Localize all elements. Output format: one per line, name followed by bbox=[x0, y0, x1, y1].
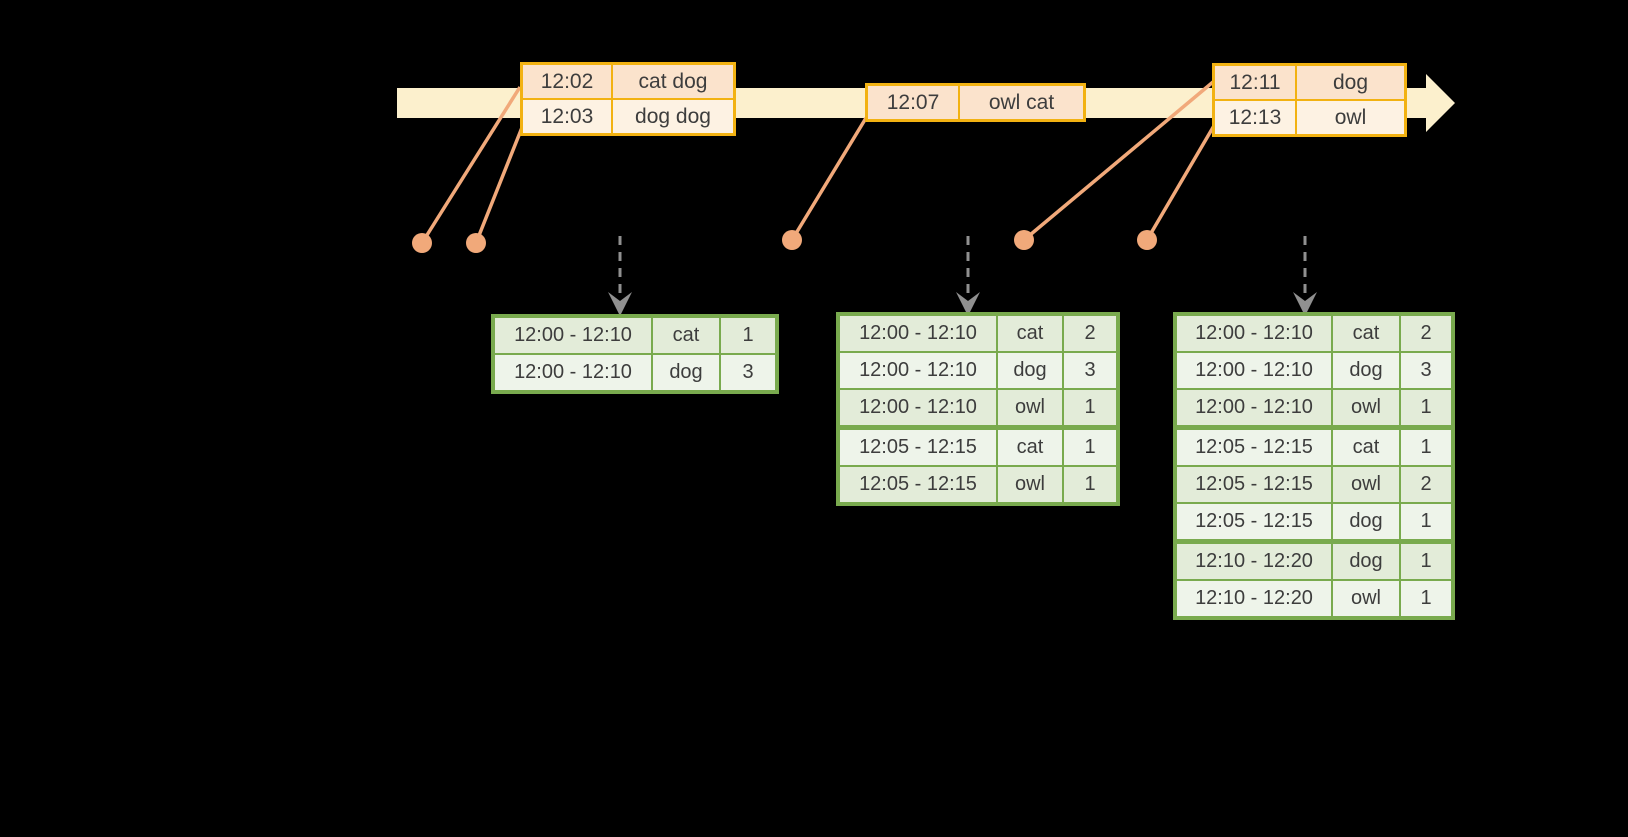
cell-word: owl bbox=[1331, 388, 1401, 429]
cell-time: 12:13 bbox=[1212, 99, 1297, 137]
cell-count: 3 bbox=[1399, 351, 1454, 390]
cell-count: 1 bbox=[1399, 388, 1454, 429]
cell-word: dog bbox=[996, 351, 1064, 390]
cell-count: 1 bbox=[1399, 579, 1454, 619]
cell-time: 12:02 bbox=[520, 62, 613, 100]
cell-count: 1 bbox=[1062, 425, 1119, 467]
cell-word: dog bbox=[651, 353, 721, 393]
cell-time: 12:03 bbox=[520, 98, 613, 136]
cell-count: 1 bbox=[1399, 539, 1454, 581]
down-arrow-icon bbox=[608, 292, 632, 316]
trigger-arrows bbox=[618, 236, 1307, 296]
cell-count: 1 bbox=[1062, 465, 1119, 505]
cell-words: owl cat bbox=[958, 83, 1086, 122]
trigger-arrowheads bbox=[608, 292, 1317, 316]
cell-window: 12:00 - 12:10 bbox=[837, 351, 998, 390]
event-dot-icon bbox=[1137, 230, 1157, 250]
cell-word: owl bbox=[996, 465, 1064, 505]
cell-window: 12:05 - 12:15 bbox=[837, 465, 998, 505]
cell-time: 12:11 bbox=[1212, 63, 1297, 101]
event-dot-icon bbox=[782, 230, 802, 250]
event-dots bbox=[412, 230, 1157, 253]
cell-word: dog bbox=[1331, 539, 1401, 581]
cell-time: 12:07 bbox=[865, 83, 960, 122]
event-dot-icon bbox=[466, 233, 486, 253]
cell-window: 12:05 - 12:15 bbox=[837, 425, 998, 467]
cell-window: 12:05 - 12:15 bbox=[1174, 502, 1333, 543]
connector-line bbox=[474, 124, 525, 244]
cell-count: 3 bbox=[1062, 351, 1119, 390]
cell-window: 12:05 - 12:15 bbox=[1174, 465, 1333, 504]
cell-window: 12:00 - 12:10 bbox=[837, 388, 998, 429]
cell-count: 1 bbox=[719, 315, 778, 355]
cell-count: 2 bbox=[1399, 465, 1454, 504]
cell-window: 12:00 - 12:10 bbox=[492, 315, 653, 355]
down-arrow-icon bbox=[1293, 292, 1317, 316]
cell-word: cat bbox=[651, 315, 721, 355]
cell-count: 1 bbox=[1399, 425, 1454, 467]
event-dot-icon bbox=[1014, 230, 1034, 250]
cell-window: 12:05 - 12:15 bbox=[1174, 425, 1333, 467]
cell-window: 12:00 - 12:10 bbox=[492, 353, 653, 393]
cell-word: dog bbox=[1331, 502, 1401, 543]
cell-window: 12:00 - 12:10 bbox=[1174, 388, 1333, 429]
cell-count: 1 bbox=[1399, 502, 1454, 543]
cell-count: 3 bbox=[719, 353, 778, 393]
cell-count: 2 bbox=[1062, 313, 1119, 353]
cell-word: cat bbox=[1331, 313, 1401, 353]
cell-window: 12:00 - 12:10 bbox=[1174, 313, 1333, 353]
down-arrow-icon bbox=[956, 292, 980, 316]
connector-line bbox=[420, 86, 522, 244]
cell-count: 1 bbox=[1062, 388, 1119, 429]
cell-word: owl bbox=[1331, 465, 1401, 504]
connector-line bbox=[1145, 123, 1217, 241]
cell-words: dog dog bbox=[611, 98, 736, 136]
cell-word: cat bbox=[996, 313, 1064, 353]
cell-window: 12:10 - 12:20 bbox=[1174, 539, 1333, 581]
cell-word: dog bbox=[1331, 351, 1401, 390]
cell-word: owl bbox=[1331, 579, 1401, 619]
cell-words: dog bbox=[1295, 63, 1407, 101]
cell-word: cat bbox=[996, 425, 1064, 467]
cell-word: cat bbox=[1331, 425, 1401, 467]
connector-line bbox=[790, 117, 868, 241]
connector-lines bbox=[420, 80, 1217, 244]
cell-words: cat dog bbox=[611, 62, 736, 100]
cell-window: 12:00 - 12:10 bbox=[837, 313, 998, 353]
cell-window: 12:10 - 12:20 bbox=[1174, 579, 1333, 619]
connector-line bbox=[1022, 80, 1215, 242]
cell-count: 2 bbox=[1399, 313, 1454, 353]
cell-window: 12:00 - 12:10 bbox=[1174, 351, 1333, 390]
cell-words: owl bbox=[1295, 99, 1407, 137]
event-dot-icon bbox=[412, 233, 432, 253]
cell-word: owl bbox=[996, 388, 1064, 429]
